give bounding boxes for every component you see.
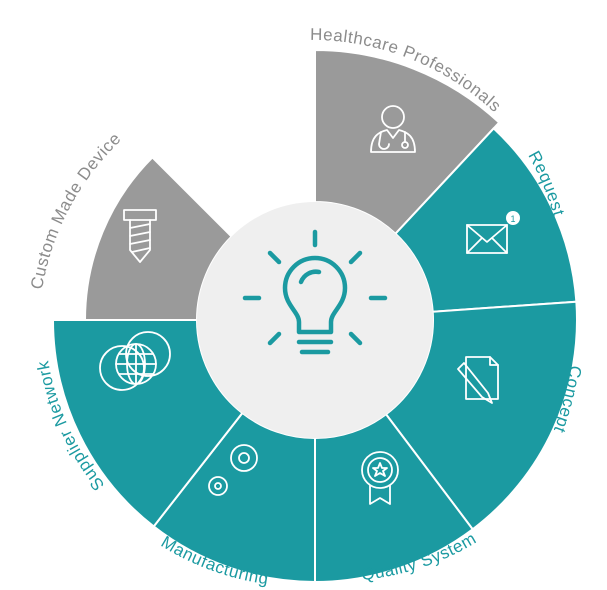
- screw-icon: [123, 209, 157, 263]
- center-circle: [197, 202, 433, 438]
- globe-network-icon: [99, 331, 171, 391]
- document-pencil-icon: [457, 356, 499, 404]
- gears-icon: [208, 444, 258, 496]
- doctor-icon: [370, 105, 416, 153]
- envelope-notification-icon: 1: [466, 211, 520, 254]
- svg-text:1: 1: [510, 214, 515, 224]
- award-badge-icon: [361, 451, 399, 505]
- lightbulb-icon: [242, 229, 388, 355]
